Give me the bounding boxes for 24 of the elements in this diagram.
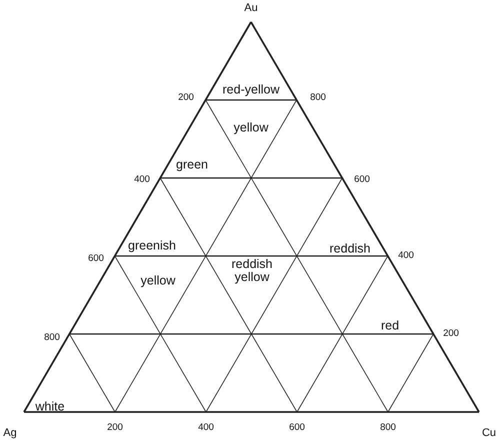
region-label: greenish xyxy=(128,239,176,253)
tick-label: 600 xyxy=(289,423,305,433)
region-label: reddish xyxy=(330,242,370,256)
tick-label: 800 xyxy=(380,423,396,433)
region-label: yellow xyxy=(234,121,268,135)
tick-label: 400 xyxy=(134,175,150,185)
tick-label: 800 xyxy=(310,93,326,103)
tick-label: 400 xyxy=(398,251,414,261)
region-label: white xyxy=(35,400,65,414)
vertex-label: Au xyxy=(244,3,258,15)
tick-label: 800 xyxy=(44,333,60,343)
tick-label: 200 xyxy=(443,329,459,339)
region-label: yellow xyxy=(140,274,176,288)
tick-label: 400 xyxy=(198,423,214,433)
region-label: reddish yellow xyxy=(230,258,274,284)
region-label: red xyxy=(380,319,400,333)
tick-label: 200 xyxy=(107,423,123,433)
tick-label: 600 xyxy=(88,254,104,264)
vertex-label: Ag xyxy=(3,428,17,440)
vertex-label: Cu xyxy=(482,428,496,440)
tick-label: 200 xyxy=(178,93,194,103)
tick-label: 600 xyxy=(354,175,370,185)
region-label: green xyxy=(176,158,208,172)
region-label: red-yellow xyxy=(222,83,280,97)
